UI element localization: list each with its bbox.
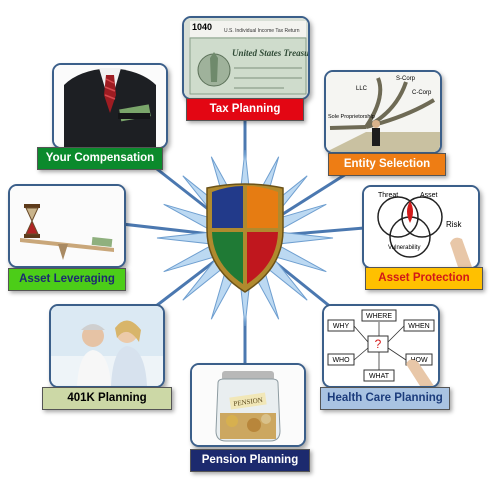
health-care-planning-image: WHY WHERE WHEN WHO ? HOW WHAT — [322, 304, 440, 388]
path-sole-prop: Sole Proprietorship — [328, 114, 375, 120]
board-how: HOW — [410, 357, 428, 364]
your-compensation-label: Your Compensation — [37, 147, 163, 170]
health-care-planning-text: Health Care Planning — [327, 392, 443, 404]
venn-vulnerability: Vulnerability — [388, 245, 420, 251]
asset-protection-image: Threat Asset Vulnerability Risk — [362, 185, 480, 269]
check-header: U.S. Individual Income Tax Return — [224, 28, 300, 34]
asset-protection-text: Asset Protection — [378, 272, 470, 284]
pension-planning-label: Pension Planning — [190, 449, 310, 472]
board-where: WHERE — [366, 313, 392, 320]
pension-planning-text: Pension Planning — [201, 454, 299, 466]
asset-leveraging-label: Asset Leveraging — [8, 268, 126, 291]
venn-asset: Asset — [420, 192, 438, 199]
venn-diagram-icon: Threat Asset Vulnerability Risk — [364, 187, 478, 267]
venn-risk: Risk — [446, 220, 463, 229]
path-scorp: S-Corp — [396, 76, 416, 82]
board-when: WHEN — [408, 323, 429, 330]
401k-planning-image — [49, 304, 165, 388]
venn-threat: Threat — [378, 192, 398, 199]
suit-pocket-money-icon — [54, 65, 166, 147]
crossroads-arrows-icon: LLC S-Corp C-Corp Sole Proprietorship — [326, 72, 440, 152]
path-ccorp: C-Corp — [412, 90, 432, 96]
asset-leveraging-image — [8, 184, 126, 268]
401k-planning-text: 401K Planning — [67, 392, 147, 404]
check-title: United States Treasury — [232, 48, 308, 58]
check-number: 1040 — [192, 22, 212, 32]
entity-selection-image: LLC S-Corp C-Corp Sole Proprietorship — [324, 70, 442, 154]
pension-planning-image: PENSION — [190, 363, 306, 447]
seesaw-hourglass-icon — [10, 186, 124, 266]
compensation-image — [52, 63, 168, 149]
retired-couple-icon — [51, 306, 163, 386]
health-care-planning-label: Health Care Planning — [320, 387, 450, 410]
your-compensation-text: Your Compensation — [45, 152, 155, 164]
entity-selection-label: Entity Selection — [328, 153, 446, 176]
path-llc: LLC — [356, 86, 368, 92]
questions-whiteboard-icon: WHY WHERE WHEN WHO ? HOW WHAT — [324, 306, 438, 386]
shield-quadrant-orange — [247, 186, 278, 228]
tax-planning-image: 1040 U.S. Individual Income Tax Return U… — [182, 16, 310, 100]
tax-planning-label: Tax Planning — [186, 98, 304, 121]
coin-jar-icon: PENSION — [192, 365, 304, 445]
entity-selection-text: Entity Selection — [343, 158, 431, 170]
asset-protection-label: Asset Protection — [365, 267, 483, 290]
treasury-check-icon: 1040 U.S. Individual Income Tax Return U… — [184, 18, 308, 98]
board-what: WHAT — [369, 373, 390, 380]
shield-quadrant-red — [247, 232, 278, 284]
shield-icon — [206, 183, 284, 293]
board-why: WHY — [333, 323, 350, 330]
tax-planning-text: Tax Planning — [209, 103, 281, 115]
asset-leveraging-text: Asset Leveraging — [19, 273, 115, 285]
board-who: WHO — [332, 357, 350, 364]
shield-quadrant-blue — [212, 186, 243, 228]
401k-planning-label: 401K Planning — [42, 387, 172, 410]
board-question: ? — [375, 337, 382, 351]
shield-quadrant-green — [212, 232, 243, 284]
